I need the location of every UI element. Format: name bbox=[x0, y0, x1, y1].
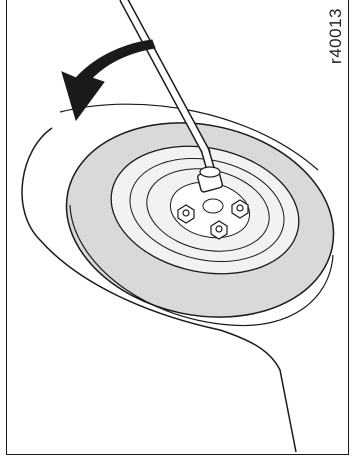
hub-center bbox=[203, 199, 223, 213]
counterclockwise-arrow-icon bbox=[62, 40, 155, 120]
